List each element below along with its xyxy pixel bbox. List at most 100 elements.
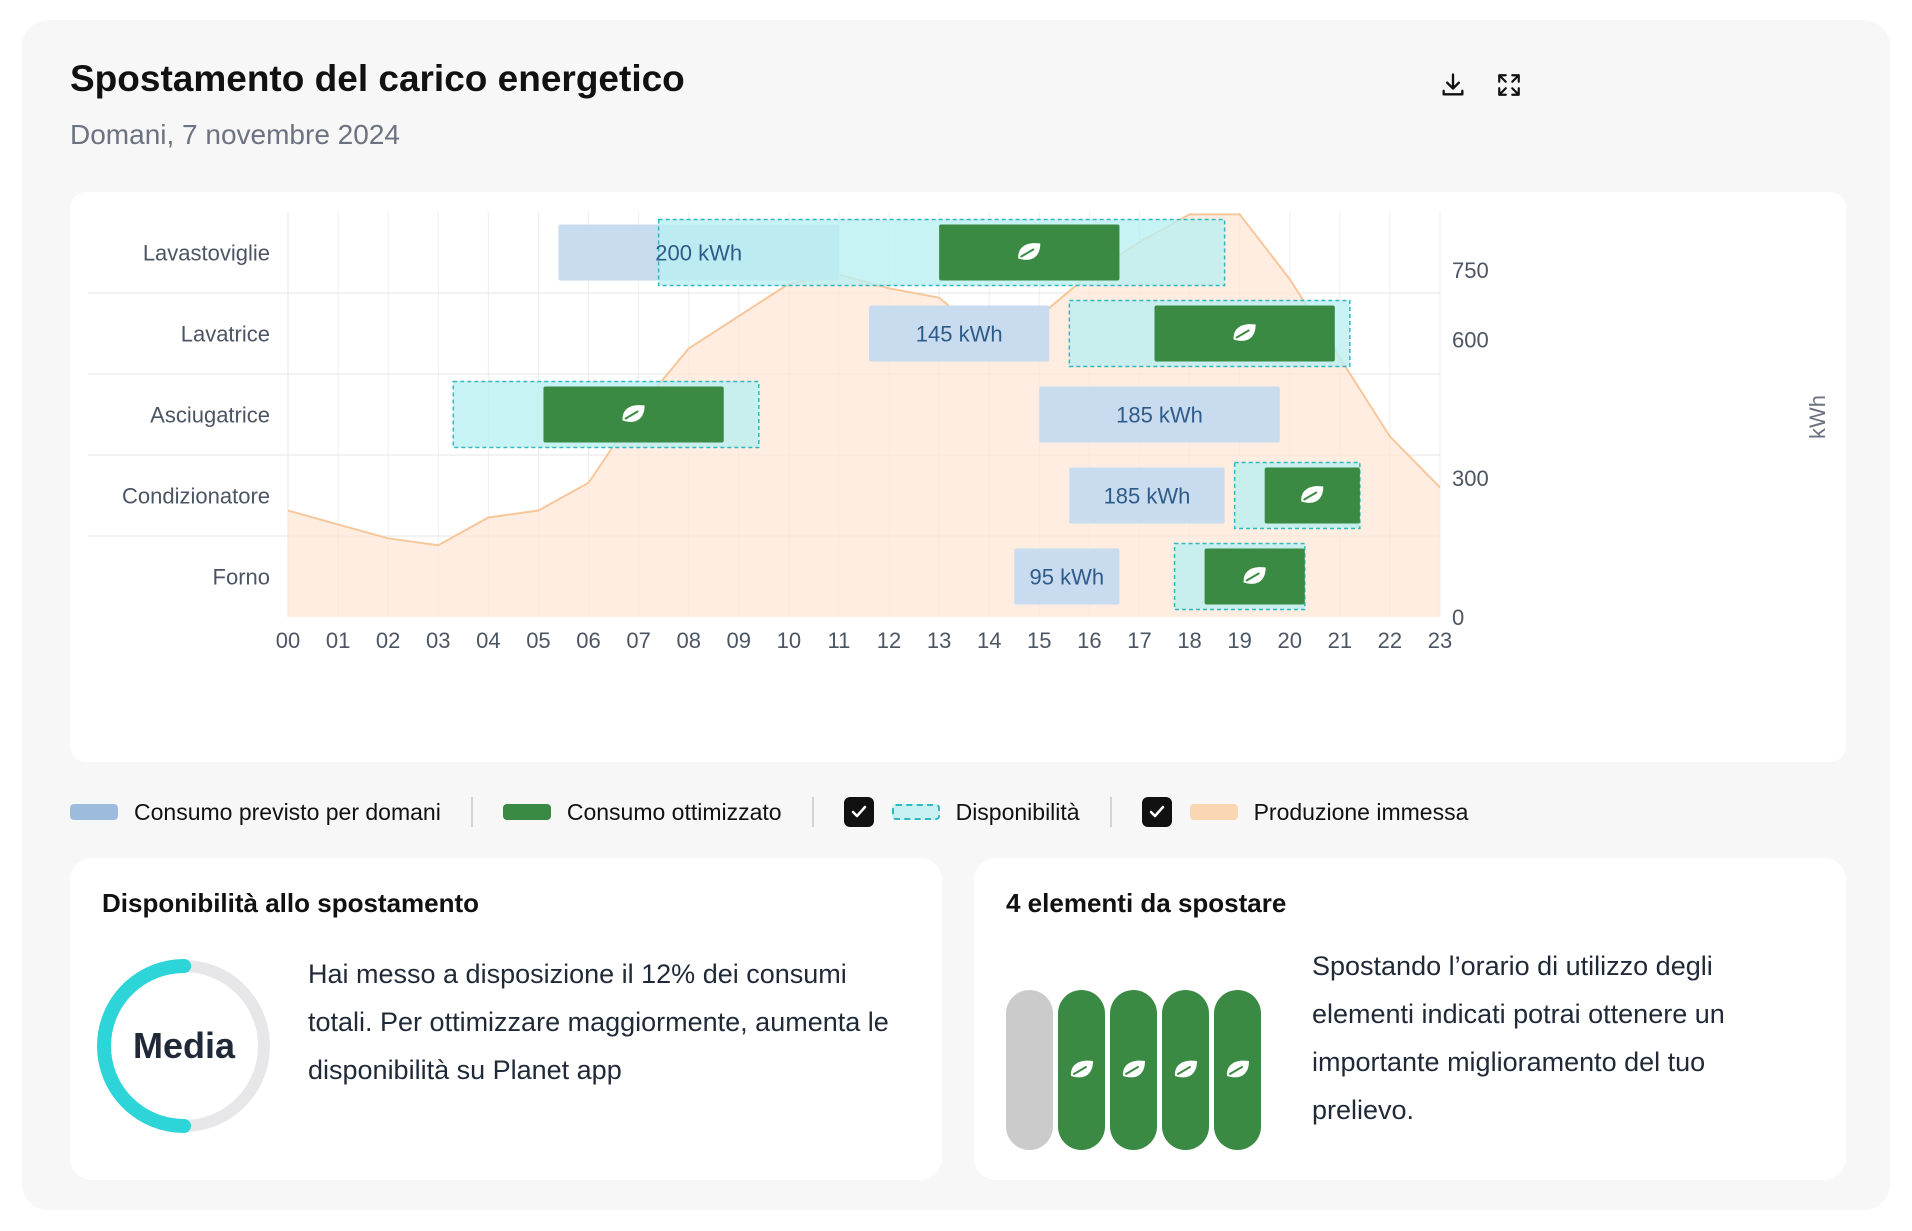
x-tick-label: 20 [1277, 628, 1301, 653]
availability-card: Disponibilità allo spostamento Media Hai… [70, 858, 942, 1180]
leaf-icon-vein [624, 410, 639, 420]
leaf-icon [1243, 567, 1266, 584]
leaf-icon [1226, 1060, 1249, 1078]
page-subtitle: Domani, 7 novembre 2024 [70, 119, 400, 150]
legend-production[interactable]: Produzione immessa [1141, 797, 1469, 827]
y-tick-label: 750 [1452, 258, 1489, 283]
x-tick-label: 08 [676, 628, 700, 653]
pill-shift [1162, 990, 1209, 1150]
download-icon [1442, 73, 1464, 96]
availability-checkbox[interactable] [843, 797, 874, 827]
availability-text: Hai messo a disposizione il 12% dei cons… [308, 959, 889, 1085]
check-icon [1149, 805, 1164, 818]
leaf-icon [1070, 1060, 1093, 1078]
x-tick-label: 06 [576, 628, 600, 653]
x-tick-label: 19 [1227, 628, 1251, 653]
y-axis-title: kWh [1805, 395, 1830, 439]
x-tick-label: 02 [376, 628, 400, 653]
availability-card-title: Disponibilità allo spostamento [102, 888, 480, 918]
legend-swatch-availability [891, 804, 940, 820]
y-tick-label: 0 [1452, 605, 1464, 630]
x-tick-label: 13 [927, 628, 951, 653]
x-tick-label: 04 [476, 628, 500, 653]
planned-bar [869, 305, 1050, 362]
energy-shift-card: Spostamento del carico energetico Domani… [22, 20, 1890, 1210]
check-icon [851, 805, 866, 818]
x-tick-label: 15 [1027, 628, 1051, 653]
leaf-icon-vein [1303, 491, 1318, 501]
x-tick-label: 05 [526, 628, 550, 653]
legend-divider [470, 797, 473, 827]
x-tick-label: 07 [626, 628, 650, 653]
planned-bar-label: 185 kWh [1116, 403, 1203, 428]
expand-button[interactable] [1486, 62, 1532, 108]
leaf-icon-vein [1020, 248, 1035, 258]
legend-swatch-production [1189, 804, 1238, 820]
row-label: Condizionatore [122, 484, 270, 509]
x-tick-label: 16 [1077, 628, 1101, 653]
planned-bar [1069, 467, 1225, 524]
row-label: Asciugatrice [150, 403, 270, 428]
legend-availability[interactable]: Disponibilità [843, 797, 1080, 827]
x-tick-label: 09 [727, 628, 751, 653]
x-tick-label: 17 [1127, 628, 1151, 653]
legend-swatch-planned [70, 804, 118, 820]
legend-divider [811, 797, 814, 827]
y-tick-label: 600 [1452, 327, 1489, 352]
x-tick-label: 21 [1328, 628, 1352, 653]
x-tick-label: 03 [426, 628, 450, 653]
gauge-label: Media [132, 1025, 236, 1066]
leaf-icon [1174, 1060, 1197, 1078]
legend-optimized: Consumo ottimizzato [502, 798, 782, 826]
legend-label-production: Produzione immessa [1253, 798, 1469, 825]
shift-card-title: 4 elementi da spostare [1006, 888, 1287, 918]
leaf-icon-vein [1245, 572, 1260, 582]
legend-divider [1109, 797, 1112, 827]
y-tick-label: 300 [1452, 466, 1489, 491]
expand-icon [1498, 74, 1520, 96]
availability-gauge [97, 959, 271, 1133]
leaf-icon [1301, 486, 1324, 503]
chart-legend: Consumo previsto per domani Consumo otti… [70, 792, 1468, 832]
planned-bar [1039, 386, 1280, 443]
legend-label-availability: Disponibilità [955, 798, 1080, 825]
x-tick-label: 01 [326, 628, 350, 653]
planned-bar-label: 145 kWh [916, 322, 1003, 347]
pill-empty [1006, 990, 1053, 1150]
legend-label-planned: Consumo previsto per domani [134, 798, 441, 825]
row-label: Lavatrice [181, 322, 270, 347]
row-label: Lavastoviglie [143, 241, 270, 266]
pill-shift [1110, 990, 1157, 1150]
gauge-arc [97, 959, 271, 1133]
x-tick-label: 23 [1428, 628, 1452, 653]
leaf-icon [1233, 324, 1256, 341]
legend-swatch-optimized [502, 804, 551, 820]
shift-card: 4 elementi da spostare Spostando l’orari… [974, 858, 1846, 1180]
page-title: Spostamento del carico energetico [70, 58, 685, 99]
planned-bar-label: 185 kWh [1104, 484, 1191, 509]
leaf-icon [1122, 1060, 1145, 1078]
planned-bar-label: 200 kWh [655, 241, 742, 266]
production-checkbox[interactable] [1141, 797, 1172, 827]
x-tick-label: 22 [1378, 628, 1402, 653]
leaf-icon [622, 405, 645, 422]
pill-shift [1214, 990, 1261, 1150]
planned-bar-label: 95 kWh [1030, 565, 1105, 590]
leaf-icon-vein [1235, 329, 1250, 339]
x-tick-label: 18 [1177, 628, 1201, 653]
legend-label-optimized: Consumo ottimizzato [566, 798, 782, 825]
legend-planned: Consumo previsto per domani [70, 799, 441, 826]
pill-shift [1058, 990, 1105, 1150]
x-tick-label: 10 [777, 628, 801, 653]
x-tick-label: 11 [828, 628, 851, 653]
leaf-icon [1018, 243, 1041, 260]
x-tick-label: 00 [276, 628, 300, 653]
row-label: Forno [213, 565, 270, 590]
shift-text: Spostando l’orario di utilizzo degli ele… [1312, 951, 1725, 1125]
planned-bar [1014, 548, 1120, 605]
x-tick-label: 14 [977, 628, 1001, 653]
download-button[interactable] [1430, 62, 1476, 108]
x-tick-label: 12 [877, 628, 901, 653]
